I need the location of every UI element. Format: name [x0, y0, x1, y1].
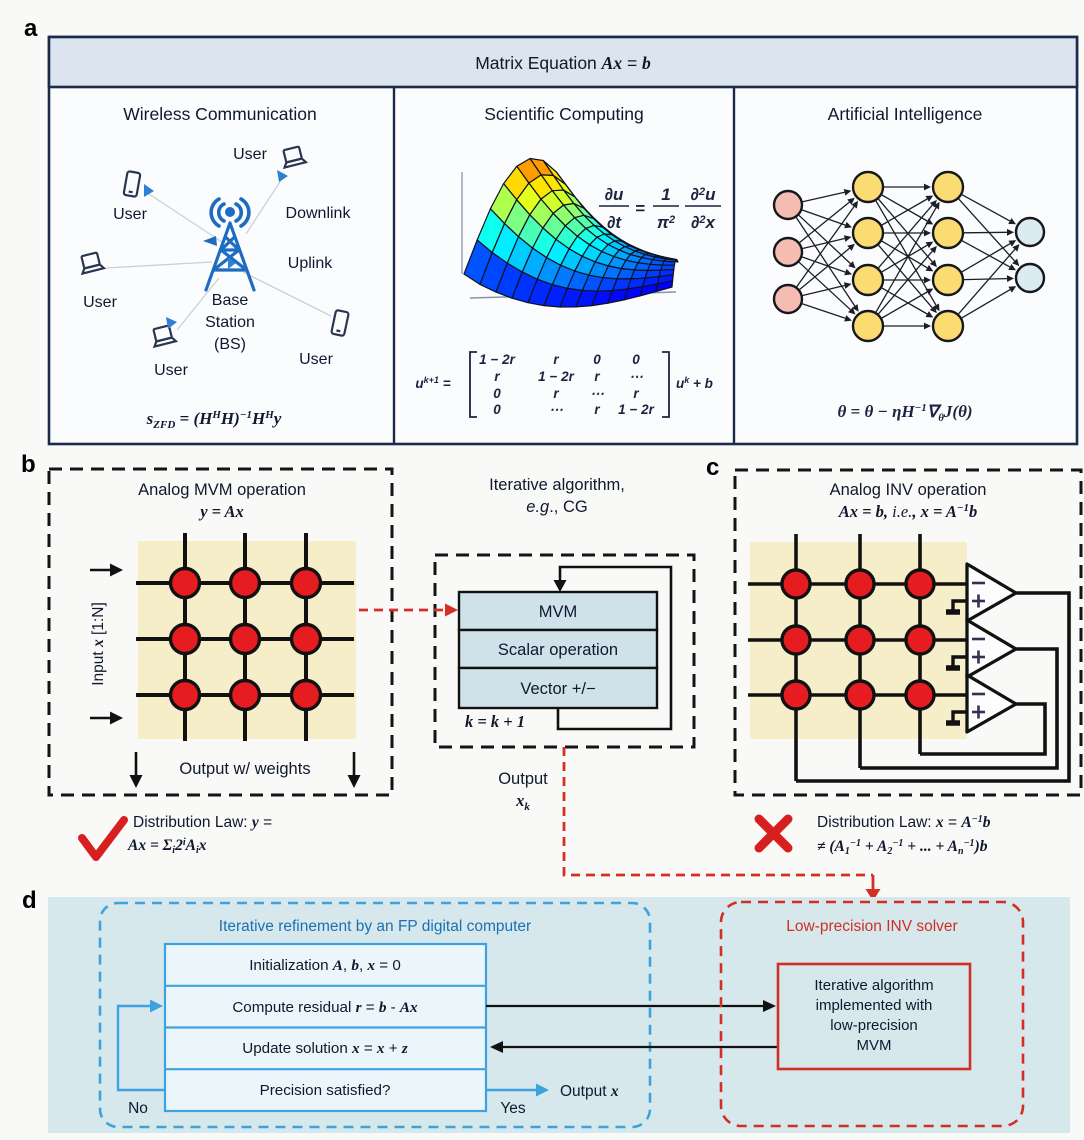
svg-text:Station: Station: [205, 314, 255, 331]
svg-text:(BS): (BS): [214, 336, 246, 353]
svg-text:Analog INV operation: Analog INV operation: [830, 481, 987, 499]
svg-text:0: 0: [632, 352, 640, 367]
svg-text:Ax = Σi2iAix: Ax = Σi2iAix: [127, 837, 207, 856]
svg-text:Iterative algorithm: Iterative algorithm: [814, 977, 933, 994]
svg-text:Iterative algorithm,: Iterative algorithm,: [489, 476, 625, 494]
svg-text:Matrix Equation Ax = b: Matrix Equation Ax = b: [475, 53, 651, 73]
svg-text:0: 0: [493, 386, 501, 401]
svg-text:Input x [1:N]: Input x [1:N]: [90, 602, 107, 686]
svg-text:∂u: ∂u: [605, 185, 624, 204]
svg-text:Initialization A, b, x = 0: Initialization A, b, x = 0: [249, 957, 401, 974]
svg-text:⋯: ⋯: [549, 402, 563, 417]
svg-text:uk + b: uk + b: [676, 375, 713, 391]
svg-text:r: r: [594, 369, 600, 384]
svg-text:e.g., CG: e.g., CG: [526, 498, 587, 516]
svg-text:Base: Base: [212, 292, 249, 309]
svg-text:Ax = b, i.e., x = A−1b: Ax = b, i.e., x = A−1b: [838, 502, 978, 521]
svg-text:User: User: [233, 146, 267, 163]
svg-text:r: r: [594, 402, 600, 417]
svg-text:∂t: ∂t: [607, 213, 622, 232]
svg-text:implemented with: implemented with: [816, 997, 933, 1014]
svg-text:r: r: [553, 352, 559, 367]
svg-text:Output w/ weights: Output w/ weights: [179, 760, 310, 778]
svg-text:Analog MVM operation: Analog MVM operation: [138, 481, 306, 499]
svg-text:k = k + 1: k = k + 1: [465, 712, 525, 731]
svg-text:sZFD = (HHH)−1HHy: sZFD = (HHH)−1HHy: [146, 409, 282, 431]
svg-text:User: User: [113, 206, 147, 223]
svg-text:Wireless Communication: Wireless Communication: [123, 104, 317, 124]
svg-text:Output: Output: [498, 770, 548, 788]
svg-text:θ = θ − ηH−1∇θJ(θ): θ = θ − ηH−1∇θJ(θ): [837, 402, 972, 424]
svg-text:Distribution Law: x = A−1b: Distribution Law: x = A−1b: [817, 814, 991, 831]
svg-text:1 − 2r: 1 − 2r: [538, 369, 574, 384]
svg-text:∂2x: ∂2x: [691, 213, 717, 232]
svg-text:Yes: Yes: [500, 1100, 526, 1117]
svg-text:1 − 2r: 1 − 2r: [479, 352, 515, 367]
svg-text:Update solution x = x + z: Update solution x = x + z: [242, 1040, 408, 1057]
svg-text:User: User: [83, 294, 117, 311]
svg-text:Iterative refinement by an FP: Iterative refinement by an FP digital co…: [219, 918, 531, 935]
svg-text:∂2u: ∂2u: [691, 185, 717, 204]
svg-text:MVM: MVM: [857, 1037, 892, 1054]
svg-text:No: No: [128, 1100, 148, 1117]
svg-text:Output x: Output x: [560, 1083, 619, 1100]
svg-text:⋯: ⋯: [629, 369, 643, 384]
svg-text:0: 0: [593, 352, 601, 367]
svg-text:0: 0: [493, 402, 501, 417]
svg-text:Compute residual r = b - Ax: Compute residual r = b - Ax: [232, 999, 418, 1016]
svg-text:y = Ax: y = Ax: [198, 502, 244, 521]
svg-text:Low-precision INV solver: Low-precision INV solver: [786, 918, 957, 935]
svg-text:Artificial Intelligence: Artificial Intelligence: [828, 104, 983, 124]
svg-text:c: c: [706, 454, 719, 481]
svg-text:Scientific Computing: Scientific Computing: [484, 104, 644, 124]
svg-text:Distribution Law: y =: Distribution Law: y =: [133, 814, 272, 831]
svg-text:MVM: MVM: [539, 603, 578, 621]
svg-text:b: b: [21, 451, 36, 478]
svg-text:r: r: [553, 386, 559, 401]
svg-text:Scalar operation: Scalar operation: [498, 641, 618, 659]
svg-text:Precision satisfied?: Precision satisfied?: [260, 1082, 391, 1099]
svg-text:Vector +/−: Vector +/−: [520, 680, 595, 698]
svg-text:=: =: [635, 199, 645, 218]
svg-text:a: a: [24, 15, 38, 42]
svg-text:low-precision: low-precision: [830, 1017, 918, 1034]
svg-text:r: r: [633, 386, 639, 401]
svg-text:1: 1: [661, 185, 670, 204]
svg-text:User: User: [154, 362, 188, 379]
svg-text:Downlink: Downlink: [286, 205, 352, 222]
svg-text:⋯: ⋯: [590, 386, 604, 401]
svg-text:r: r: [494, 369, 500, 384]
svg-text:Uplink: Uplink: [288, 255, 333, 272]
svg-text:d: d: [22, 887, 37, 914]
svg-text:1 − 2r: 1 − 2r: [618, 402, 654, 417]
svg-text:User: User: [299, 351, 333, 368]
